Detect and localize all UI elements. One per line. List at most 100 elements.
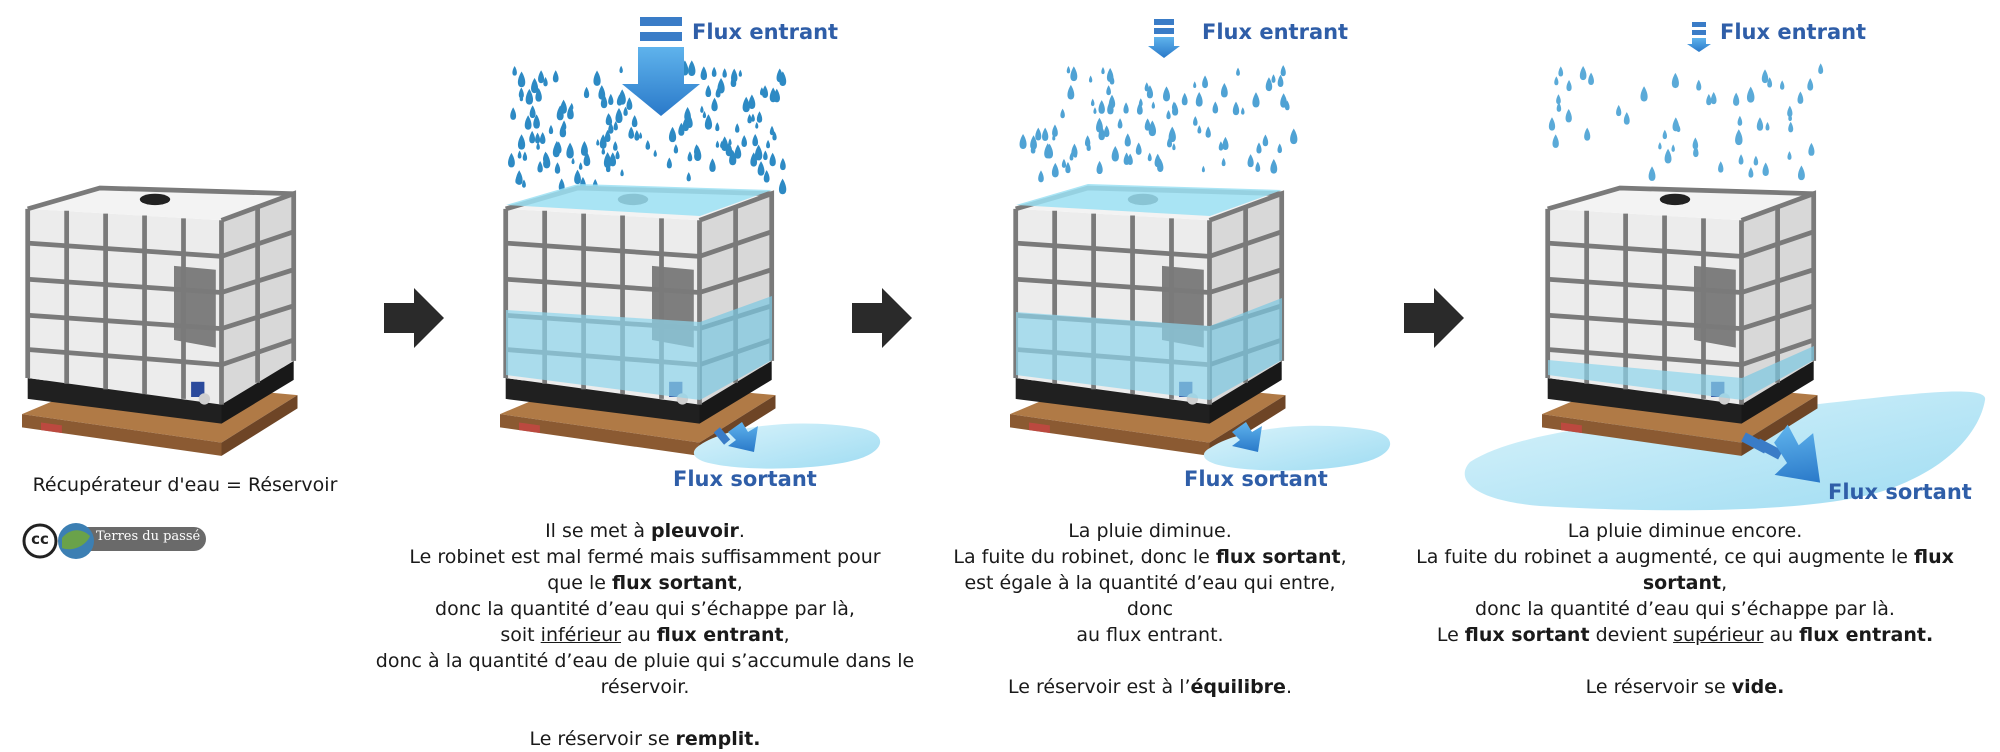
raindrop [1135,142,1142,155]
raindrop [769,152,776,167]
raindrop [1584,127,1591,141]
raindrop [1256,142,1262,154]
raindrop [634,129,640,141]
raindrop [752,133,759,147]
flux-out-label-3: Flux sortant [1184,467,1328,491]
raindrop [1193,116,1198,126]
raindrop [1060,108,1065,119]
raindrop [1052,124,1058,137]
raindrop [508,152,515,168]
description-line: donc à la quantité d’eau de pluie qui s’… [330,648,960,700]
raindrop [512,66,517,76]
raindrop [762,85,769,98]
raindrop [1247,154,1254,168]
tank-caption: Récupérateur d'eau = Réservoir [32,474,338,496]
raindrop [1042,127,1049,141]
raindrop [623,106,628,116]
raindrop [1255,161,1261,172]
raindrop [608,93,614,105]
raindrop [1290,128,1298,145]
raindrop [717,77,725,94]
raindrop [580,141,588,156]
raindrop [1735,129,1743,146]
raindrop [1671,144,1675,152]
raindrop [728,138,732,146]
raindrop [615,107,623,123]
raindrop [1662,129,1668,140]
flux-out-arrow-large [1741,424,1821,483]
raindrop [1124,133,1131,147]
raindrop [1065,161,1071,174]
raindrop [684,106,691,122]
raindrop [543,151,549,163]
raindrop [1808,142,1815,156]
flux-out-label-2: Flux sortant [673,467,817,491]
raindrop [1181,92,1188,106]
flux-in-label-4: Flux entrant [1720,20,1867,44]
raindrop [1144,118,1151,131]
license-text: Terres du passé [96,529,201,544]
raindrop [539,132,546,144]
raindrop [1787,151,1792,160]
raindrop [1168,126,1176,143]
raindrop [1556,94,1561,105]
raindrop [668,126,677,143]
text-run: est égale à la quantité d’eau qui entre,… [964,572,1336,620]
raindrop [571,157,575,165]
raindrop [1271,74,1276,83]
raindrop [1554,76,1559,86]
description-line: Le réservoir se vide. [1380,674,1990,700]
raindrop [729,149,737,166]
raindrop [1788,121,1794,133]
raindrop [705,84,712,98]
raindrop [1088,75,1093,83]
raindrop [1579,66,1587,81]
raindrop [709,158,716,172]
raindrop [1236,67,1240,76]
bold-term: flux entrant [656,624,784,646]
raindrop [756,111,763,123]
raindrop [1746,86,1755,103]
raindrop [1565,109,1572,123]
raindrop [533,114,540,129]
raindrop [1197,125,1202,134]
text-run: Le réservoir se [529,728,676,750]
stage-4-description: La pluie diminue encore.La fuite du robi… [1380,518,1990,700]
raindrop [711,97,718,112]
raindrop [1748,167,1754,178]
flux-out-arrow-small-3 [1232,422,1262,452]
raindrop [694,144,700,156]
text-run: Le réservoir est à l’ [1007,676,1191,698]
bold-term: flux sortant [612,572,737,594]
text-run: devient [1589,624,1674,646]
raindrop [1241,107,1245,115]
raindrop [735,123,740,133]
raindrop [1157,158,1164,172]
raindrop [769,87,777,103]
raindrop [1765,121,1770,131]
raindrop [613,141,618,151]
raindrop [1718,161,1724,173]
raindrop [1202,75,1208,89]
raindrop [1148,120,1157,137]
description-line: que le flux sortant, [330,570,960,596]
raindrop [748,94,756,110]
raindrop [731,68,738,83]
raindrop [1761,69,1769,84]
raindrop [552,70,559,83]
text-run: , [1340,546,1347,568]
raindrop [1044,143,1052,159]
raindrop [529,130,536,144]
raindrop [1640,86,1648,102]
raindrop [556,105,564,121]
raindrop [1070,66,1078,82]
raindrop [1061,158,1067,168]
raindrop [1066,66,1071,74]
raindrop [1151,101,1155,109]
raindrop [711,66,717,77]
raindrop [738,69,742,77]
description-line: Le robinet est mal fermé mais suffisamme… [330,544,960,570]
raindrop [1123,102,1129,114]
raindrop [1270,158,1278,174]
raindrop [1035,127,1042,141]
